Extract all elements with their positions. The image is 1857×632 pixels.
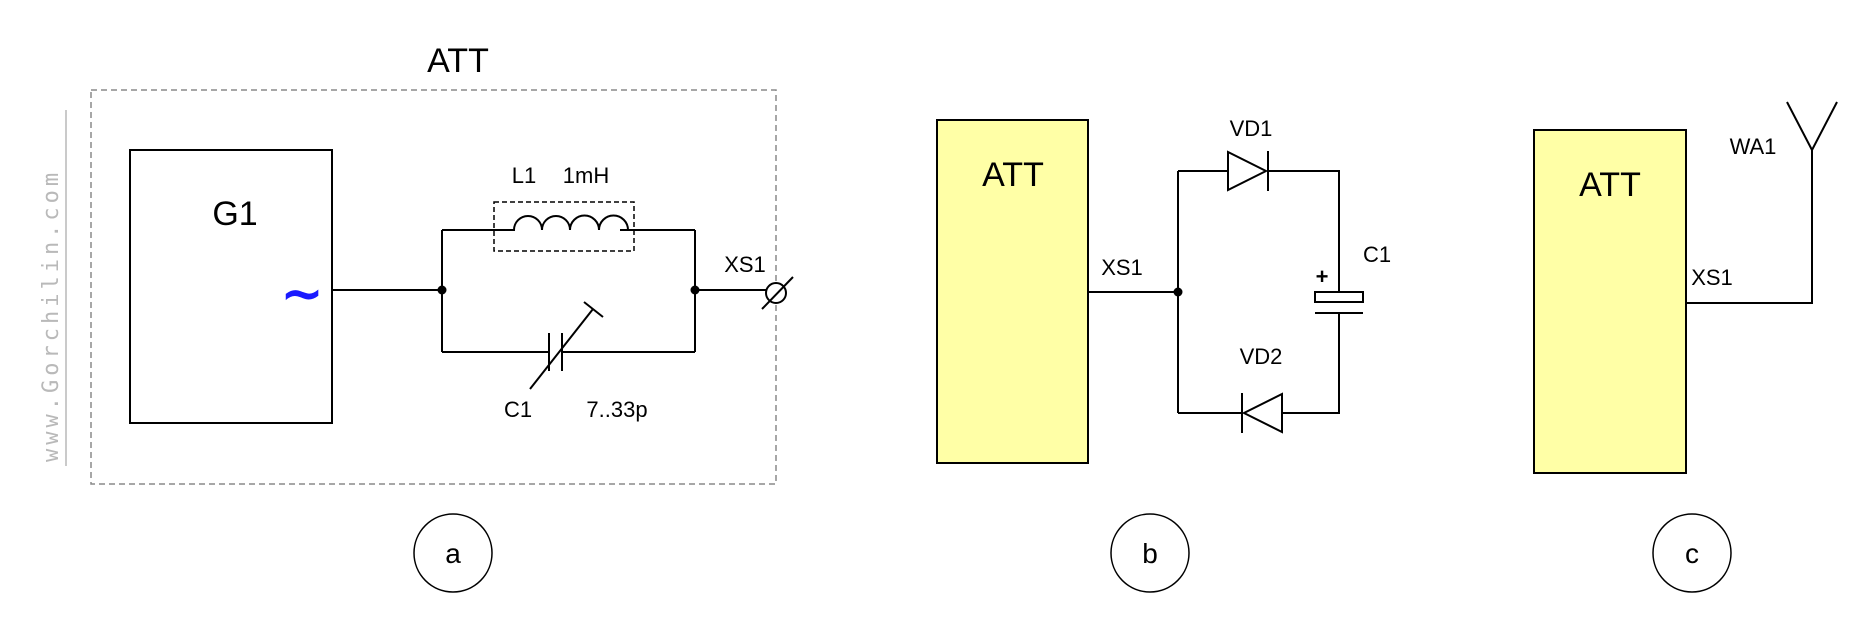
wiring-b xyxy=(1088,170,1340,414)
variable-capacitor-c1-icon xyxy=(529,301,604,390)
panel-a-badge xyxy=(413,513,493,593)
wiring-c xyxy=(1686,150,1813,304)
panel-a-title: ATT xyxy=(427,42,489,80)
connector-label: XS1 xyxy=(1101,255,1143,280)
junction-dot xyxy=(1173,287,1183,297)
diode-top-label: VD1 xyxy=(1230,116,1273,141)
ac-source-icon: ~ xyxy=(280,264,324,324)
antenna-label: WA1 xyxy=(1730,134,1777,159)
capacitor-label: C1 xyxy=(1363,242,1391,267)
electrolytic-capacitor-c1-icon xyxy=(1314,291,1364,314)
connector-xs1-icon xyxy=(761,276,794,310)
att-block-b xyxy=(936,119,1089,464)
panel-b-badge-label: b xyxy=(1142,538,1158,569)
antenna-wa1-icon xyxy=(1786,101,1838,151)
panel-c: ATT XS1 WA1 c xyxy=(1533,101,1838,593)
lc-parallel-wires xyxy=(441,229,696,353)
inductor-ref-label: L1 xyxy=(512,163,536,188)
panel-b: ATT XS1 VD1 VD2 + C1 b xyxy=(936,116,1391,593)
watermark: www.Gorchilin.com xyxy=(39,110,67,466)
connector-label: XS1 xyxy=(724,252,766,277)
panel-a-badge-label: a xyxy=(445,538,461,569)
diode-vd1-icon xyxy=(1227,150,1269,192)
capacitor-ref-label: C1 xyxy=(504,397,532,422)
att-block-b-label: ATT xyxy=(982,156,1044,194)
panel-c-badge xyxy=(1652,513,1732,593)
panel-c-badge-label: c xyxy=(1685,538,1699,569)
panel-b-badge xyxy=(1110,513,1190,593)
inductor-value-label: 1mH xyxy=(563,163,609,188)
panel-a: ATT G1 ~ L1 1mH C1 7..33p XS1 xyxy=(90,42,794,593)
capacitor-polarity: + xyxy=(1316,264,1329,289)
generator-g1-block xyxy=(129,149,333,424)
inductor-shield-dashed xyxy=(493,201,635,252)
connector-label: XS1 xyxy=(1691,265,1733,290)
diode-bottom-label: VD2 xyxy=(1240,344,1283,369)
diode-vd2-icon xyxy=(1241,392,1283,434)
junction-dot xyxy=(437,285,447,295)
watermark-text: www.Gorchilin.com xyxy=(39,169,64,462)
capacitor-value-label: 7..33p xyxy=(586,397,647,422)
junction-dot xyxy=(690,285,700,295)
generator-label: G1 xyxy=(212,195,257,233)
att-block-c-label: ATT xyxy=(1579,166,1641,204)
att-block-c xyxy=(1533,129,1687,474)
inductor-l1-icon xyxy=(508,214,630,231)
